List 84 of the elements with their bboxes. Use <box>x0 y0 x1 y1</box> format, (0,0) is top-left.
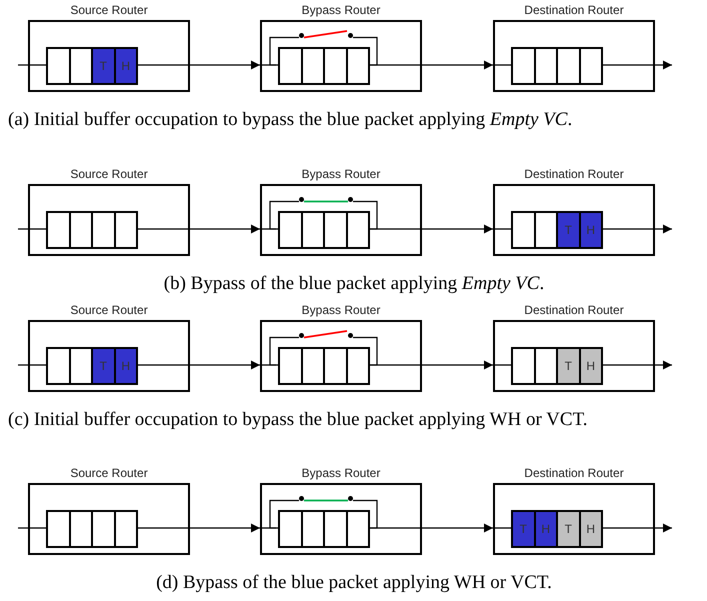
switch-contact <box>348 332 353 338</box>
buffer-slot <box>323 510 348 548</box>
router-label: Bypass Router <box>300 303 382 317</box>
bypass-wire <box>269 200 299 230</box>
arrow <box>422 224 493 234</box>
flit-slot: T <box>556 211 580 249</box>
flit-slot: H <box>578 347 603 385</box>
bypass-wire <box>269 500 299 529</box>
arrow <box>655 360 672 370</box>
buffer-slot <box>511 347 536 385</box>
buffer-slot <box>278 47 302 85</box>
switch-contact <box>299 496 304 500</box>
buffer-slot <box>556 47 580 85</box>
buffer-slot <box>46 211 70 249</box>
router-label: Bypass Router <box>300 167 382 181</box>
buffer-slot <box>91 211 116 249</box>
arrow <box>655 224 672 234</box>
buffer-slot <box>323 47 348 85</box>
buffer-slot <box>323 347 348 385</box>
buffer-slot <box>114 510 138 548</box>
buffer-slot <box>278 510 302 548</box>
flit-slot: T <box>556 347 580 385</box>
arrow <box>655 60 672 70</box>
switch-contact <box>348 196 353 202</box>
bypass-switch <box>304 500 348 502</box>
buffer-slot <box>346 347 370 385</box>
flit-slot: T <box>556 510 580 548</box>
buffer-slot <box>278 347 302 385</box>
router-label: Destination Router <box>523 466 625 480</box>
buffer-slot <box>46 347 70 385</box>
bypass-wire <box>353 336 378 366</box>
buffer-slot <box>46 510 70 548</box>
flit-slot: H <box>578 211 603 249</box>
buffer-slot <box>578 47 603 85</box>
flit-slot: T <box>91 47 116 85</box>
arrow <box>422 524 493 532</box>
flit-slot: H <box>114 347 138 385</box>
router-label: Source Router <box>69 167 149 181</box>
buffer-slot <box>346 510 370 548</box>
figure-caption: (b) Bypass of the blue packet applying Empty VC. <box>162 272 546 296</box>
bypass-switch <box>304 330 348 338</box>
switch-contact <box>348 32 353 38</box>
switch-contact <box>348 496 353 500</box>
arrow <box>190 60 260 70</box>
arrow <box>422 60 493 70</box>
buffer-slot <box>91 510 116 548</box>
router-label: Source Router <box>69 466 149 480</box>
switch-contact <box>299 332 304 338</box>
bypass-wire <box>353 36 378 66</box>
bypass-switch <box>304 200 348 202</box>
buffer-slot <box>346 47 370 85</box>
router-label: Destination Router <box>523 167 625 181</box>
figure-caption: (c) Initial buffer occupation to bypass the blue packet applying WH or VCT. <box>8 408 589 432</box>
bypass-wire <box>269 36 299 66</box>
router-label: Destination Router <box>523 303 625 317</box>
arrow <box>655 524 672 532</box>
flit-slot: H <box>114 47 138 85</box>
arrow <box>190 524 260 532</box>
bypass-wire <box>269 336 299 366</box>
buffer-slot <box>278 211 302 249</box>
bypass-wire <box>353 200 378 230</box>
buffer-slot <box>346 211 370 249</box>
buffer-slot <box>511 211 536 249</box>
router-label: Bypass Router <box>300 3 382 17</box>
arrow <box>190 224 260 234</box>
buffer-slot <box>114 211 138 249</box>
arrow <box>190 360 260 370</box>
buffer-slot <box>46 47 70 85</box>
router-label: Bypass Router <box>300 466 382 480</box>
flit-slot: T <box>511 510 536 548</box>
flit-slot: H <box>578 510 603 548</box>
arrow <box>422 360 493 370</box>
switch-contact <box>299 196 304 202</box>
flit-slot: T <box>91 347 116 385</box>
bypass-wire <box>353 500 378 529</box>
router-label: Source Router <box>69 303 149 317</box>
figure-caption: (d) Bypass of the blue packet applying WH or VCT. <box>155 571 553 595</box>
router-label: Source Router <box>69 3 149 17</box>
buffer-slot <box>511 47 536 85</box>
router-label: Destination Router <box>523 3 625 17</box>
bypass-switch <box>304 30 348 38</box>
buffer-slot <box>323 211 348 249</box>
figure-caption: (a) Initial buffer occupation to bypass the blue packet applying Empty VC. <box>8 108 574 132</box>
switch-contact <box>299 32 304 38</box>
